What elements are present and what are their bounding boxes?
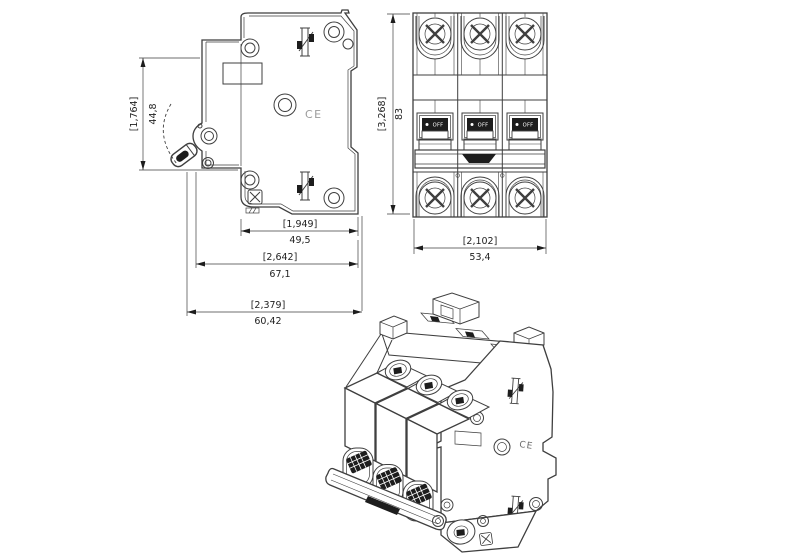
pole-2: OFF [460, 16, 500, 217]
dim-depth-mounting-mm-label: 60,42 [254, 316, 281, 327]
phillips-screw-icon [470, 24, 490, 44]
phillips-screw-icon [515, 24, 535, 44]
iso-tie-bar [325, 467, 447, 531]
front-view: OFF OFF [412, 12, 548, 218]
pole-wall-lines [416, 13, 544, 217]
pole-dividers [457, 13, 503, 217]
toggle-handle [422, 118, 448, 131]
dim-depth-body-inches-label: [1,949] [283, 219, 318, 230]
iso-top-terminals [375, 359, 491, 419]
phillips-screw-icon [425, 188, 445, 208]
handle-tie-bar [414, 149, 546, 169]
dim-depth-overall: [2,642] 67,1 [195, 172, 359, 280]
dim-depth-mounting: [2,379] 60,42 [186, 172, 363, 327]
dim-height-inches-label: [3,268] [377, 97, 388, 132]
pole-3: OFF [505, 16, 545, 217]
dim-width-mm-label: 53,4 [469, 252, 490, 263]
pole-centerlines [434, 13, 526, 113]
toggle-lever [170, 142, 198, 168]
lever-travel-arc [162, 103, 178, 165]
dim-front-height-mm-label: 44,8 [148, 103, 159, 124]
side-view-dimensions: [1,764] 44,8 [1,949] 49,5 [2,642] 67,1 [… [129, 57, 363, 327]
terminal-clamp-icon-bottom [297, 171, 314, 201]
toggle-off-label: OFF [433, 123, 444, 129]
side-view: CE [162, 9, 359, 215]
dim-front-height: [1,764] 44,8 [129, 57, 238, 171]
dim-width: [2,102] 53,4 [413, 219, 547, 263]
side-view-outline [192, 9, 359, 215]
toggle-off-label: OFF [478, 123, 489, 129]
hatched-screw-icon [406, 483, 432, 507]
dim-height: [3,268] 83 [377, 13, 410, 215]
toggle-off-label: OFF [523, 123, 534, 129]
isometric-view: CE [325, 292, 557, 553]
iso-bottom-band [440, 510, 538, 553]
terminal-clamp-icon-iso-top [507, 377, 524, 405]
toggle-handle [467, 118, 493, 131]
rivet-circles [197, 21, 354, 209]
terminal-clamp-icon-top [297, 27, 314, 57]
front-view-dimensions: [3,268] 83 [2,102] 53,4 [377, 13, 547, 263]
dim-depth-overall-mm-label: 67,1 [269, 269, 290, 280]
toggle-handle [512, 118, 538, 131]
crossed-box-icon [247, 189, 263, 205]
hatch-mark [245, 207, 260, 214]
phillips-screw-icon [515, 188, 535, 208]
dim-depth-body: [1,949] 49,5 [240, 217, 359, 246]
iso-pole-slabs [343, 333, 471, 494]
dim-depth-mounting-inches-label: [2,379] [251, 300, 286, 311]
dim-width-inches-label: [2,102] [463, 236, 498, 247]
dim-height-mm-label: 83 [394, 108, 405, 120]
hatched-screw-icon [376, 467, 402, 490]
crossed-box-icon-iso [479, 532, 493, 546]
pole-1: OFF [415, 16, 455, 217]
ce-mark: CE [305, 108, 323, 121]
dim-front-height-inches-label: [1,764] [129, 97, 140, 132]
iso-side-panel: CE [431, 340, 557, 524]
hatched-screw-icon [346, 450, 372, 474]
dim-depth-overall-inches-label: [2,642] [263, 252, 298, 263]
vent-slot [222, 62, 263, 85]
phillips-screw-icon [470, 188, 490, 208]
ce-mark-iso: CE [519, 440, 534, 452]
dim-depth-body-mm-label: 49,5 [289, 235, 310, 246]
phillips-screw-icon [425, 24, 445, 44]
